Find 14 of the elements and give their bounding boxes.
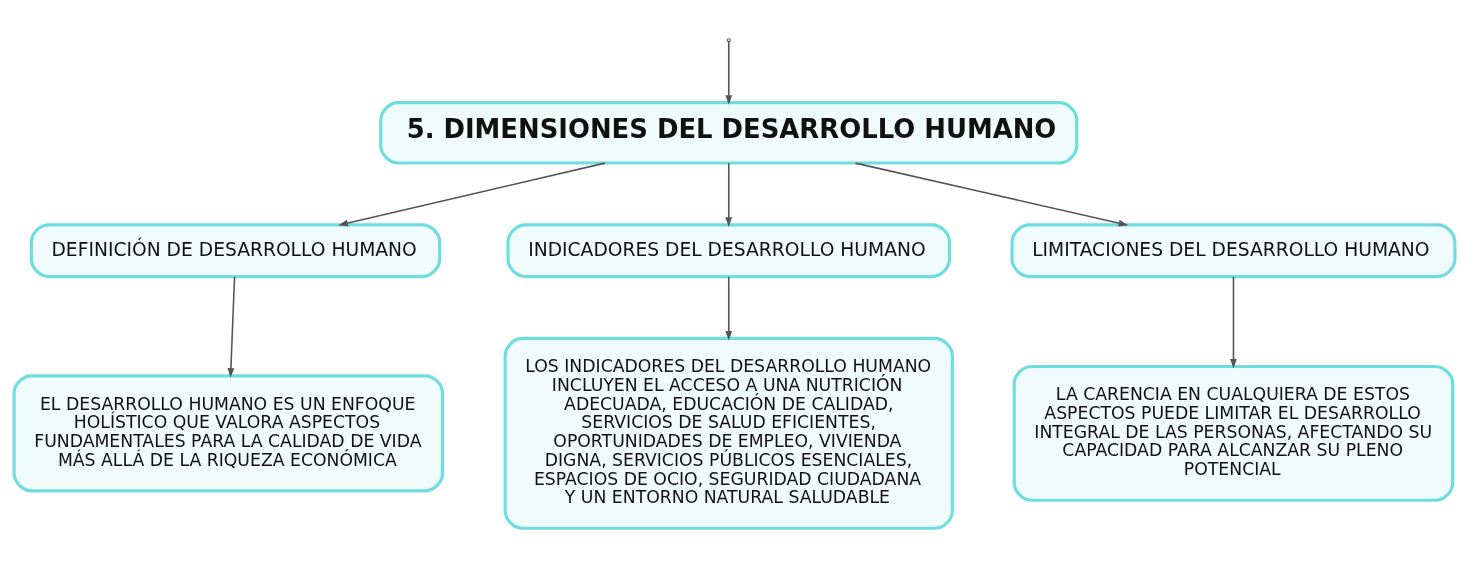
arrow	[1230, 276, 1237, 369]
arrow	[227, 276, 236, 378]
node-box: LA CARENCIA EN CUALQUIERA DE ESTOS ASPECTOS PUEDE LIMITAR EL DESARROLLO INTEGRAL DE LAS PERSONAS, AFECTANDO SU CAPACIDAD PARA ALCANZAR SU PLENO POTENCIAL	[1012, 364, 1455, 502]
node-box: INDICADORES DEL DESARROLLO HUMANO	[506, 223, 952, 279]
arrow	[725, 162, 733, 227]
node-box: EL DESARROLLO HUMANO ES UN ENFOQUE HOLÍSTICO QUE VALORA ASPECTOS FUNDAMENTALES PARA LA CALIDAD DE VIDA MÁS ALLÁ DE LA RIQUEZA ECONÓMICA	[12, 374, 445, 493]
node-box: LIMITACIONES DEL DESARROLLO HUMANO	[1010, 223, 1457, 279]
node-box: LOS INDICADORES DEL DESARROLLO HUMANO INCLUYEN EL ACCESO A UNA NUTRICIÓN ADECUADA, EDUCACIÓN DE CALIDAD, SERVICIOS DE SALUD EFICIENTES, OPORTUNIDADES DE EMPLEO, VIVIENDA DIGNA, SERVICIOS PÚBLICOS ESENCIALES, ESPACIOS DE OCIO, SEGURIDAD CIUDADANA Y UN ENTORNO NATURAL SALUDABLE	[503, 336, 954, 530]
node-box: DEFINICIÓN DE DESARROLLO HUMANO	[29, 223, 442, 279]
arrow	[854, 162, 1129, 227]
node-box: 5. DIMENSIONES DEL DESARROLLO HUMANO	[379, 101, 1079, 165]
arrow	[725, 40, 733, 105]
arrow	[338, 162, 606, 227]
arrow	[725, 276, 733, 341]
